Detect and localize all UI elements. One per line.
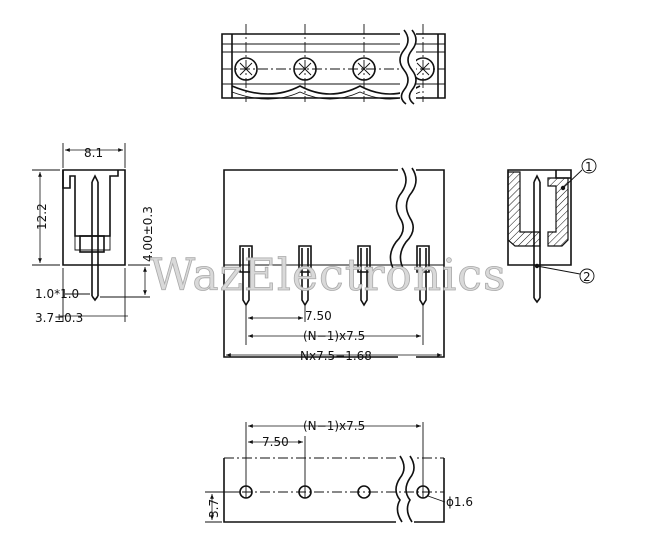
callout-1: 1 [585, 160, 593, 174]
watermark-text: WazElectronics [150, 250, 507, 301]
dim-3-7-tol: 3.7±0.3 [35, 311, 83, 325]
dim-bottom-span: (N−1)x7.5 [303, 419, 365, 433]
section-view-right: 1 2 [507, 158, 597, 304]
dim-span-n1: (N−1)x7.5 [303, 329, 365, 343]
dim-total-length: Nx7.5−1.68 [300, 349, 372, 363]
front-pins [239, 245, 430, 307]
side-view-left: 8.1 12.2 4.00±0.3 1.0*1.0 3.7±0.3 [32, 143, 155, 325]
top-view [221, 24, 446, 105]
front-view: 7.50 (N−1)x7.5 Nx7.5−1.68 [223, 165, 445, 363]
dim-4-00: 4.00±0.3 [141, 206, 155, 262]
bottom-view: (N−1)x7.5 7.50 ϕ1.6 3.7 [205, 419, 473, 526]
dim-bottom-3-7: 3.7 [207, 499, 221, 518]
dim-hole-diameter: ϕ1.6 [446, 495, 473, 509]
dim-pitch-7-50: 7.50 [305, 309, 332, 323]
dim-height-12-2: 12.2 [35, 203, 49, 230]
dim-bottom-pitch: 7.50 [262, 435, 289, 449]
dim-pin-1-0: 1.0*1.0 [35, 287, 79, 301]
dim-width-8-1: 8.1 [84, 146, 103, 160]
callout-2: 2 [583, 270, 591, 284]
